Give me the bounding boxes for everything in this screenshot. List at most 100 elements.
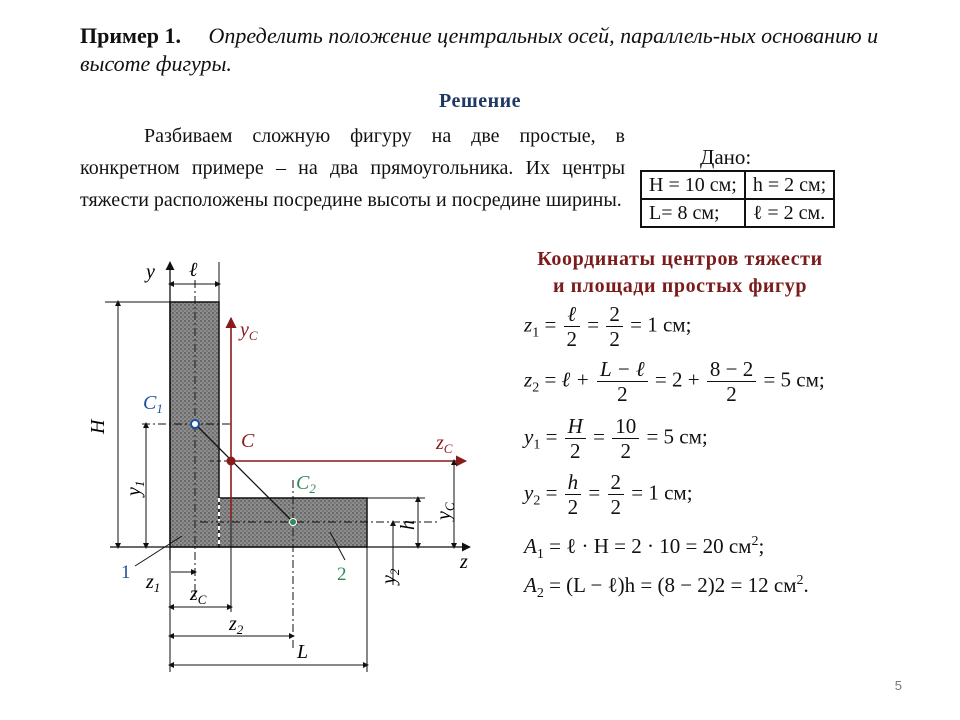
c1-c2-line (194, 423, 294, 523)
label-yc-dim-main: y (433, 511, 455, 522)
formula-result: = 1 см; (631, 480, 693, 505)
formula-sub: 1 (532, 325, 540, 341)
frac-den: 2 (726, 382, 737, 406)
frac-num: 8 − 2 (706, 357, 757, 382)
formula-a2: A2 = (L − ℓ)h = (8 − 2)2 = 12 см2. (524, 573, 809, 602)
label-c2-main: C (296, 472, 310, 494)
point-c2 (289, 518, 297, 526)
label-c: C (241, 430, 255, 452)
formula-sup: 2 (751, 534, 759, 549)
formula-var: z (524, 367, 533, 392)
label-zc-sub: C (444, 441, 453, 456)
formula-sub: 2 (533, 493, 541, 509)
frac-den: 2 (610, 495, 622, 519)
frac-num: ℓ (563, 302, 581, 327)
table-row: H = 10 см; h = 2 см; (640, 170, 836, 200)
label-yc: yC (238, 319, 258, 343)
formula-a1: A1 = ℓ · H = 2 · 10 = 20 см2; (524, 534, 764, 563)
leader-1 (134, 535, 183, 567)
label-ell: ℓ (189, 259, 198, 281)
formula-end: . (803, 573, 809, 597)
given-table: H = 10 см; h = 2 см; L= 8 см; ℓ = 2 см. (640, 170, 836, 228)
leader-2 (329, 531, 346, 561)
formula-var: A (524, 573, 537, 597)
label-zc-dim-sub: C (198, 592, 207, 607)
formula-term: = 2 + (654, 367, 700, 392)
label-z1-main: z (145, 571, 154, 593)
given-cell: h = 2 см; (743, 170, 836, 200)
formula-result: = 5 см; (646, 424, 708, 449)
formula-var: y (524, 480, 534, 505)
formula-sup: 2 (796, 573, 804, 588)
example-label: Пример 1. (80, 23, 182, 48)
given-cell: H = 10 см; (640, 170, 746, 200)
label-y: y (144, 261, 155, 283)
page-number: 5 (894, 678, 902, 693)
label-zc: zC (435, 432, 453, 456)
formula-sub: 1 (533, 437, 541, 453)
label-c2: C2 (296, 472, 316, 496)
formula-result: = 5 см; (763, 367, 825, 392)
label-zc-dim: zC (189, 583, 207, 607)
label-y2-main: y (378, 575, 400, 586)
given-cell: ℓ = 2 см. (743, 198, 836, 228)
frac-num: 2 (607, 470, 625, 495)
formula-result: = 1 см; (630, 312, 692, 337)
formula-sub: 2 (536, 586, 544, 602)
label-y2: y2 (378, 568, 402, 586)
label-z2: z2 (228, 613, 244, 637)
frac-num: H (564, 414, 586, 439)
label-c1-main: C (143, 392, 157, 414)
label-zc-dim-main: z (189, 583, 198, 605)
example-task: Определить положение центральных осей, п… (80, 23, 879, 76)
label-big-h: H (87, 418, 109, 435)
frac-num: 2 (606, 302, 623, 327)
frac-den: 2 (609, 327, 620, 351)
label-z: z (459, 551, 468, 573)
label-yc-dim: yC (433, 502, 457, 522)
label-zc-main: z (435, 432, 444, 454)
coords-title-line2: и площади простых фигур (552, 275, 808, 297)
formula-term: ℓ + (561, 367, 590, 392)
frac-den: 2 (620, 439, 631, 463)
label-yc-sub: C (249, 328, 258, 343)
label-y1-main: y (123, 487, 145, 498)
formula-sub: 1 (536, 547, 544, 563)
label-z1-sub: 1 (154, 580, 161, 595)
label-c1: C1 (143, 392, 163, 416)
formula-body: = ℓ · H = 2 · 10 = 20 см (549, 534, 752, 558)
formula-end: ; (758, 534, 765, 558)
label-y1: y1 (123, 481, 147, 498)
label-part-1: 1 (121, 562, 131, 583)
table-row: L= 8 см; ℓ = 2 см. (640, 198, 836, 228)
formula-body: = (L − ℓ)h = (8 − 2)2 = 12 см (549, 573, 797, 597)
coords-title-line1: Координаты центров тяжести (537, 248, 823, 270)
example-heading: Пример 1. Определить положение центральн… (80, 22, 880, 78)
formula-var: z (524, 312, 533, 337)
label-yc-main: y (238, 319, 249, 341)
frac-den: 2 (566, 327, 578, 351)
label-c1-sub: 1 (156, 401, 163, 416)
label-part-2: 2 (337, 564, 347, 585)
label-yc-dim-sub: C (442, 502, 457, 511)
label-l: L (296, 641, 308, 663)
label-z1: z1 (145, 571, 160, 595)
point-c (226, 456, 236, 466)
formula-var: A (524, 534, 537, 558)
frac-num: 10 (612, 414, 640, 439)
formula-var: y (524, 424, 534, 449)
point-c1 (190, 419, 200, 429)
